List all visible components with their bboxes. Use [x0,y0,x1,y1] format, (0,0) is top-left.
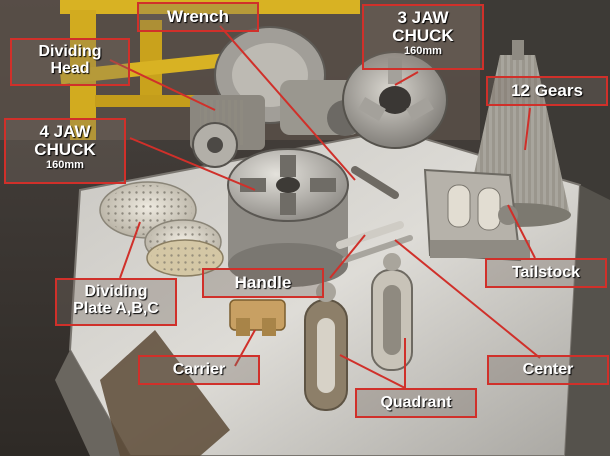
label-center: Center [487,355,609,385]
carrier-dog [229,299,286,336]
handle-rods [336,221,413,263]
label-handle: Handle [202,268,324,298]
quadrant-arms [304,253,413,411]
label-carrier: Carrier [138,355,260,385]
four-jaw-chuck [227,148,349,287]
label-dividing-head: Dividing Head [10,38,130,86]
label-three-jaw-chuck: 3 JAW CHUCK 160mm [362,4,484,70]
annotation-pointers [109,25,541,389]
dividing-plates [99,181,224,277]
dividing-head-body [190,26,363,168]
label-wrench: Wrench [137,2,259,32]
tailstock [423,168,530,262]
label-twelve-gears: 12 Gears [486,76,608,106]
label-tailstock: Tailstock [485,258,607,288]
wrench-tool [351,166,399,199]
label-quadrant: Quadrant [355,388,477,418]
label-dividing-plate: Dividing Plate A,B,C [55,278,177,326]
three-jaw-chuck [342,51,448,149]
label-four-jaw-chuck: 4 JAW CHUCK 160mm [4,118,126,184]
